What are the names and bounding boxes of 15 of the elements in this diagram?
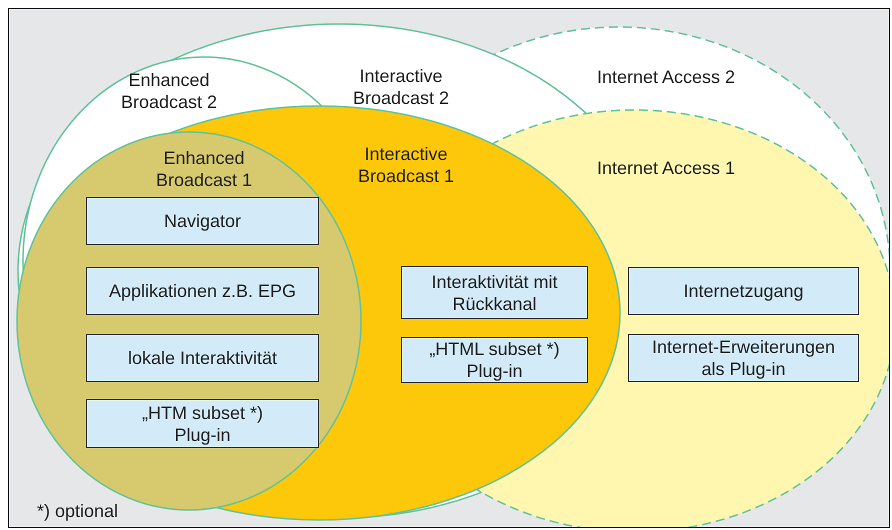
feature-box: Navigator	[86, 197, 319, 245]
feature-box: Interaktivität mit Rückkanal	[401, 266, 588, 319]
set-title: Interactive Broadcast 1	[356, 143, 456, 187]
set-title: Internet Access 1	[596, 157, 736, 179]
feature-box: Internetzugang	[628, 267, 859, 315]
feature-box: „HTM subset *) Plug-in	[86, 399, 319, 448]
set-title: Enhanced Broadcast 2	[120, 69, 218, 113]
set-title: Enhanced Broadcast 1	[154, 147, 254, 191]
feature-box: „HTML subset *) Plug-in	[401, 337, 588, 383]
feature-box: lokale Interaktivität	[86, 334, 319, 382]
footnote: *) optional	[37, 501, 118, 522]
set-title: Interactive Broadcast 2	[352, 65, 450, 109]
feature-box: Internet-Erweiterungen als Plug-in	[628, 334, 859, 382]
feature-box: Applikationen z.B. EPG	[86, 267, 319, 315]
set-title: Internet Access 2	[596, 66, 736, 88]
